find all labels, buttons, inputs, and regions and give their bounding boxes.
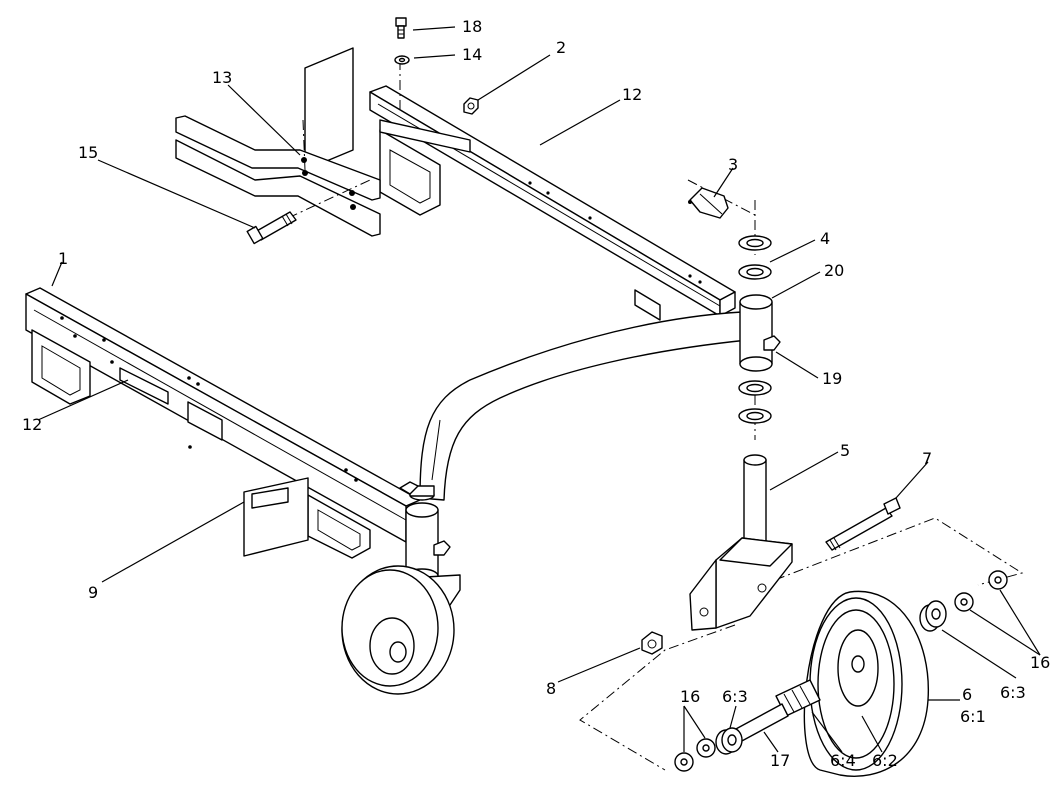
caster-arm bbox=[419, 311, 749, 501]
callout-4: 4 bbox=[820, 229, 830, 248]
callout-8: 8 bbox=[546, 679, 556, 698]
callout-6-4: 6:4 bbox=[830, 751, 856, 770]
callout-1: 1 bbox=[58, 249, 68, 268]
callout-2: 2 bbox=[556, 38, 566, 57]
callout-19: 19 bbox=[822, 369, 842, 388]
leader-lines bbox=[37, 26, 1041, 753]
callout-18: 18 bbox=[462, 17, 482, 36]
left-caster-pivot bbox=[399, 481, 451, 584]
callout-20: 20 bbox=[824, 261, 844, 280]
callout-12-left: 12 bbox=[22, 415, 42, 434]
decal-panel-lower bbox=[243, 477, 309, 557]
nut-2 bbox=[463, 97, 479, 115]
callout-14: 14 bbox=[462, 45, 482, 64]
callout-13: 13 bbox=[212, 68, 232, 87]
callout-3: 3 bbox=[728, 155, 738, 174]
callout-16-right: 16 bbox=[1030, 653, 1050, 672]
callout-15: 15 bbox=[78, 143, 98, 162]
front-frame bbox=[25, 287, 421, 559]
callout-12-top: 12 bbox=[622, 85, 642, 104]
nut-8 bbox=[641, 631, 663, 655]
washer-stack bbox=[738, 235, 772, 424]
mounting-plates bbox=[175, 115, 471, 237]
callout-6-3-right: 6:3 bbox=[1000, 683, 1026, 702]
callout-labels: 18 14 2 13 12 15 3 4 1 20 19 12 5 7 9 16… bbox=[22, 17, 1050, 770]
decal-panel-upper bbox=[304, 47, 354, 171]
washers-left bbox=[674, 738, 716, 772]
fork-5 bbox=[689, 454, 793, 631]
callout-7: 7 bbox=[922, 449, 932, 468]
assembly-centerlines bbox=[287, 60, 1024, 771]
callout-6-1: 6:1 bbox=[960, 707, 986, 726]
bearing-right bbox=[919, 600, 947, 632]
bolt-18 bbox=[395, 17, 407, 39]
callout-17: 17 bbox=[770, 751, 790, 770]
callout-9: 9 bbox=[88, 583, 98, 602]
spacer-6-4 bbox=[775, 679, 821, 717]
callout-6-2: 6:2 bbox=[872, 751, 898, 770]
bolt-15 bbox=[246, 211, 297, 245]
wheel-6 bbox=[803, 590, 930, 777]
pivot-housing bbox=[739, 294, 781, 372]
callout-16-left: 16 bbox=[680, 687, 700, 706]
washers-right bbox=[954, 570, 1008, 612]
bearing-left bbox=[715, 727, 743, 755]
rear-cross-member bbox=[369, 85, 736, 321]
callout-5: 5 bbox=[840, 441, 850, 460]
left-caster-wheel bbox=[341, 565, 455, 695]
callout-6-3-left: 6:3 bbox=[722, 687, 748, 706]
callout-6: 6 bbox=[962, 685, 972, 704]
bolt-7 bbox=[825, 497, 901, 551]
clip-fitting bbox=[688, 187, 729, 219]
washer-14 bbox=[394, 55, 410, 65]
